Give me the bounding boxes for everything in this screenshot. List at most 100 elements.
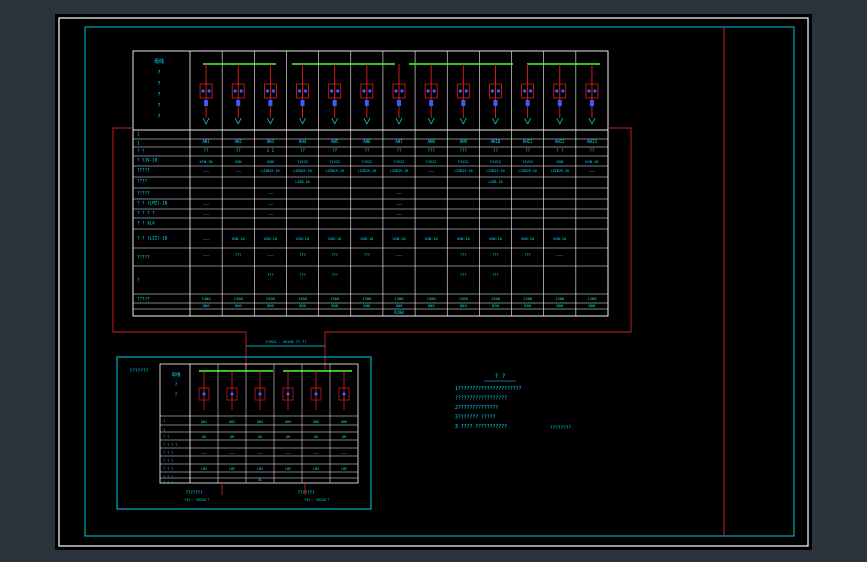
main-col-r9: ??? — [524, 253, 531, 257]
main-col-r3: ——— — [589, 169, 596, 173]
main-col-type: ?? — [364, 148, 369, 153]
ct-symbol — [587, 89, 591, 93]
notes-heading: ? ? — [495, 373, 506, 380]
main-col-r7: ——— — [203, 212, 210, 216]
main-col-type: ? ? — [556, 148, 564, 153]
arrow-left — [556, 117, 561, 125]
device-symbol — [397, 100, 401, 106]
main-col-no: AH4 — [299, 139, 307, 144]
arrow-right — [334, 117, 339, 125]
main-col-no: AH3 — [267, 139, 275, 144]
arrow-left — [267, 117, 271, 125]
main-col-r2: XGN — [557, 160, 564, 164]
sub-col-cell: LMZ — [201, 467, 207, 471]
viewer-margin-left — [0, 0, 55, 562]
arrow-right — [366, 117, 371, 125]
sub-col-cell: ——— — [313, 451, 319, 455]
main-col-length: 1300 — [523, 296, 533, 301]
main-col-length: 1300 — [427, 296, 437, 301]
main-col-type: ??? — [428, 148, 436, 153]
main-col-r7: ——— — [267, 212, 274, 216]
main-col-r3: LZZBJ9-10 — [326, 169, 344, 173]
sub-side-label: 母线 — [172, 371, 181, 378]
sub-breaker-box — [310, 387, 322, 401]
cable-label: YJV22 - 3X120 ?? ?? — [265, 340, 306, 344]
sub-col-cell: LMZ — [285, 467, 291, 471]
device-symbol — [332, 100, 337, 106]
main-col-type: ?? — [332, 148, 337, 153]
main-col-r9: ??? — [460, 253, 467, 257]
ct-symbol — [400, 89, 404, 93]
sub-col-cell: ——— — [257, 451, 263, 455]
ct-symbol — [336, 89, 340, 93]
ct-symbol — [303, 89, 308, 93]
main-col-type: ?? — [525, 148, 530, 153]
main-col-r2: YJV22 — [522, 160, 533, 164]
sub-breaker-box — [198, 387, 210, 401]
main-col-width: 800 — [524, 303, 532, 308]
feeder-b-sub: YJV - 3X120 ? — [305, 498, 330, 502]
sub-col-cell: AH — [258, 435, 262, 439]
sub-breaker-box — [254, 387, 266, 401]
main-col-r3: LZZBJ9-10 — [486, 169, 504, 173]
main-side-label: ? — [157, 81, 160, 87]
sub-table-frame — [159, 363, 359, 484]
sub-col-cell: AH — [202, 435, 206, 439]
breaker-box — [392, 83, 406, 99]
main-col-r8: GSN-10 — [457, 237, 470, 241]
main-col-type: 1 1 — [267, 148, 275, 153]
breaker-box — [489, 83, 502, 99]
sub-switchgear-panel: ???????母线??11? ?? ? ? ?? ? ?? ? ?? ? ?? … — [116, 356, 372, 510]
main-col-r2: YJV22 — [426, 160, 437, 164]
main-col-length: 1300 — [459, 296, 469, 301]
ct-symbol — [523, 89, 527, 93]
arrow-left — [299, 117, 303, 125]
device-symbol — [461, 100, 466, 106]
sub-col-no: AH2 — [229, 420, 235, 424]
sheet-inner-frame — [84, 26, 795, 537]
ct-symbol — [201, 89, 205, 93]
main-col-r8: GSN-10 — [360, 237, 373, 241]
notes-line: ?????????????????? — [455, 396, 507, 402]
main-col-r3: LZZBJ9-10 — [518, 169, 536, 173]
sub-col-cell: AH — [314, 435, 318, 439]
main-col-no: AH5 — [331, 139, 339, 144]
main-col-r4: LZZB-10 — [295, 180, 309, 184]
viewer-margin-right — [812, 0, 867, 562]
main-feeder-AH10: AH10??YJV22LZZBJ9-10LZZB-10GSN-10??????1… — [486, 64, 505, 308]
main-col-no: AH8 — [428, 139, 436, 144]
main-col-r10: ??? — [492, 273, 499, 277]
sub-col-cell: AH — [230, 435, 234, 439]
main-col-width: 800 — [428, 303, 436, 308]
main-col-length: 1300 — [330, 296, 340, 301]
main-col-r7: ——— — [396, 212, 403, 216]
main-col-r2: YJV22 — [490, 160, 501, 164]
main-col-width: 800 — [203, 303, 211, 308]
main-col-r10: ??? — [460, 273, 467, 277]
sub-breaker-box — [338, 387, 350, 401]
main-col-r9: ——— — [396, 253, 403, 257]
breaker-box — [585, 83, 599, 99]
main-row-label: 1 — [137, 132, 140, 137]
main-col-r9: ??? — [492, 253, 499, 257]
device-symbol — [268, 100, 273, 106]
device-symbol — [589, 100, 594, 106]
arrow-left — [234, 117, 239, 125]
main-col-no: AH6 — [363, 139, 371, 144]
main-col-r3: ——— — [428, 169, 435, 173]
sub-col-cell: ——— — [201, 451, 207, 455]
sub-row-label: ? ? ? — [163, 459, 173, 463]
main-col-r6: ——— — [203, 202, 210, 206]
notes-tail: ???????? — [550, 425, 572, 431]
main-col-width: 800 — [396, 303, 404, 308]
device-symbol — [429, 100, 434, 106]
main-col-no: AH1 — [202, 139, 210, 144]
arrow-right — [559, 117, 564, 125]
main-row-label: ? YJV-10 — [137, 158, 158, 163]
main-col-r2: YJV22 — [458, 160, 469, 164]
main-col-length: 1300 — [362, 296, 372, 301]
